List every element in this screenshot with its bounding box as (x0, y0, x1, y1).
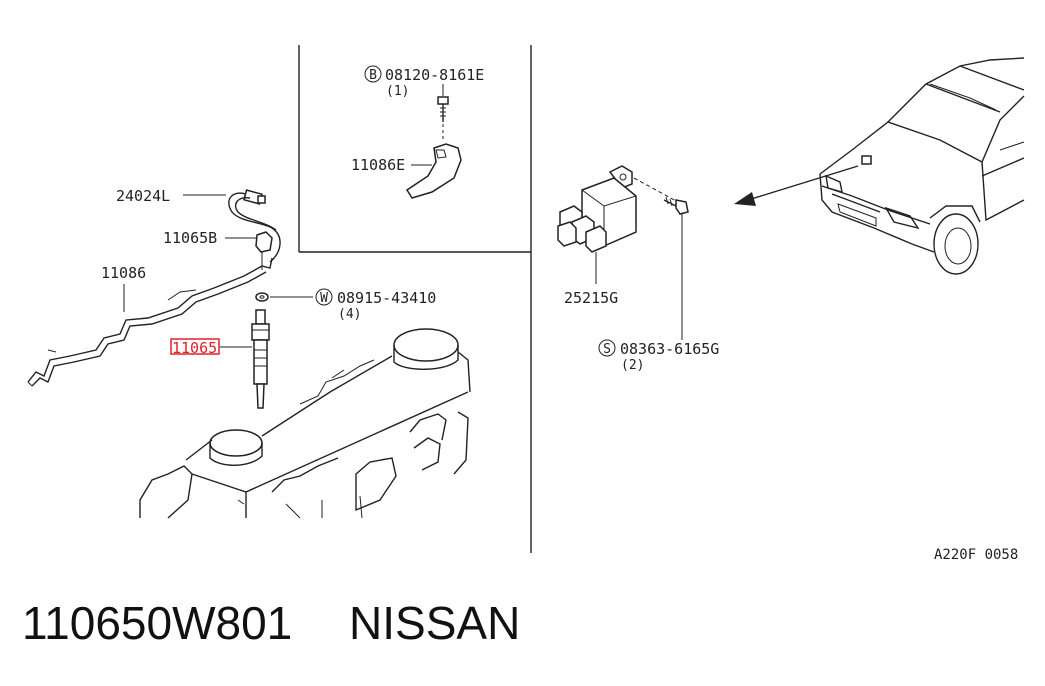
bus-bar-callout: 11086 (101, 264, 146, 312)
bracket-icon (405, 143, 462, 199)
connector-plate-label: 11065B (163, 229, 217, 247)
cylinder-head-icon (139, 328, 471, 519)
washer-symbol: W (320, 291, 328, 306)
connector-plate-icon (255, 231, 273, 270)
relay-icon (557, 165, 637, 284)
section-dividers (298, 45, 532, 553)
screw-qty: (2) (621, 358, 644, 373)
vehicle-icon (819, 57, 1025, 275)
bracket-label: 11086E (351, 156, 405, 174)
relay-label: 25215G (564, 289, 618, 307)
diagram-code: A220F 0058 (934, 547, 1018, 563)
glow-plug-highlight (170, 338, 220, 355)
harness-label: 24024L (116, 187, 170, 205)
location-arrow-icon (734, 155, 872, 206)
relay-callout: 25215G (564, 289, 618, 307)
screw-symbol: S (603, 342, 611, 357)
bus-bar-icon (27, 257, 273, 387)
glow-plug-icon (251, 309, 270, 409)
brand-name: NISSAN (349, 597, 521, 649)
washer-label: 08915-43410 (337, 289, 436, 307)
screw-label: 08363-6165G (620, 340, 719, 358)
bolt-b-label: 08120-8161E (385, 66, 484, 84)
part-number: 110650W801 (22, 597, 293, 649)
footer: 110650W801 NISSAN (22, 596, 1022, 660)
glow-plug-callout: 11065 (170, 338, 252, 357)
parts-diagram: B 08120-8161E (1) 11086E 24024L 11065B (27, 45, 1025, 563)
washer-callout: W 08915-43410 (4) (255, 288, 436, 322)
harness-callout: 24024L (116, 187, 226, 205)
screw-icon (633, 177, 689, 340)
bracket-callout: 11086E (351, 156, 432, 174)
bolt-b-symbol: B (369, 68, 377, 83)
harness-icon (228, 189, 281, 263)
connector-plate-callout: 11065B (163, 229, 256, 247)
bolt-b-callout: B 08120-8161E (1) (364, 65, 484, 99)
screw-callout: S 08363-6165G (2) (598, 339, 719, 373)
bolt-b-icon (437, 96, 449, 140)
bolt-b-qty: (1) (386, 84, 409, 99)
washer-qty: (4) (338, 307, 361, 322)
bus-bar-label: 11086 (101, 264, 146, 282)
glow-plug-label: 11065 (172, 339, 217, 357)
